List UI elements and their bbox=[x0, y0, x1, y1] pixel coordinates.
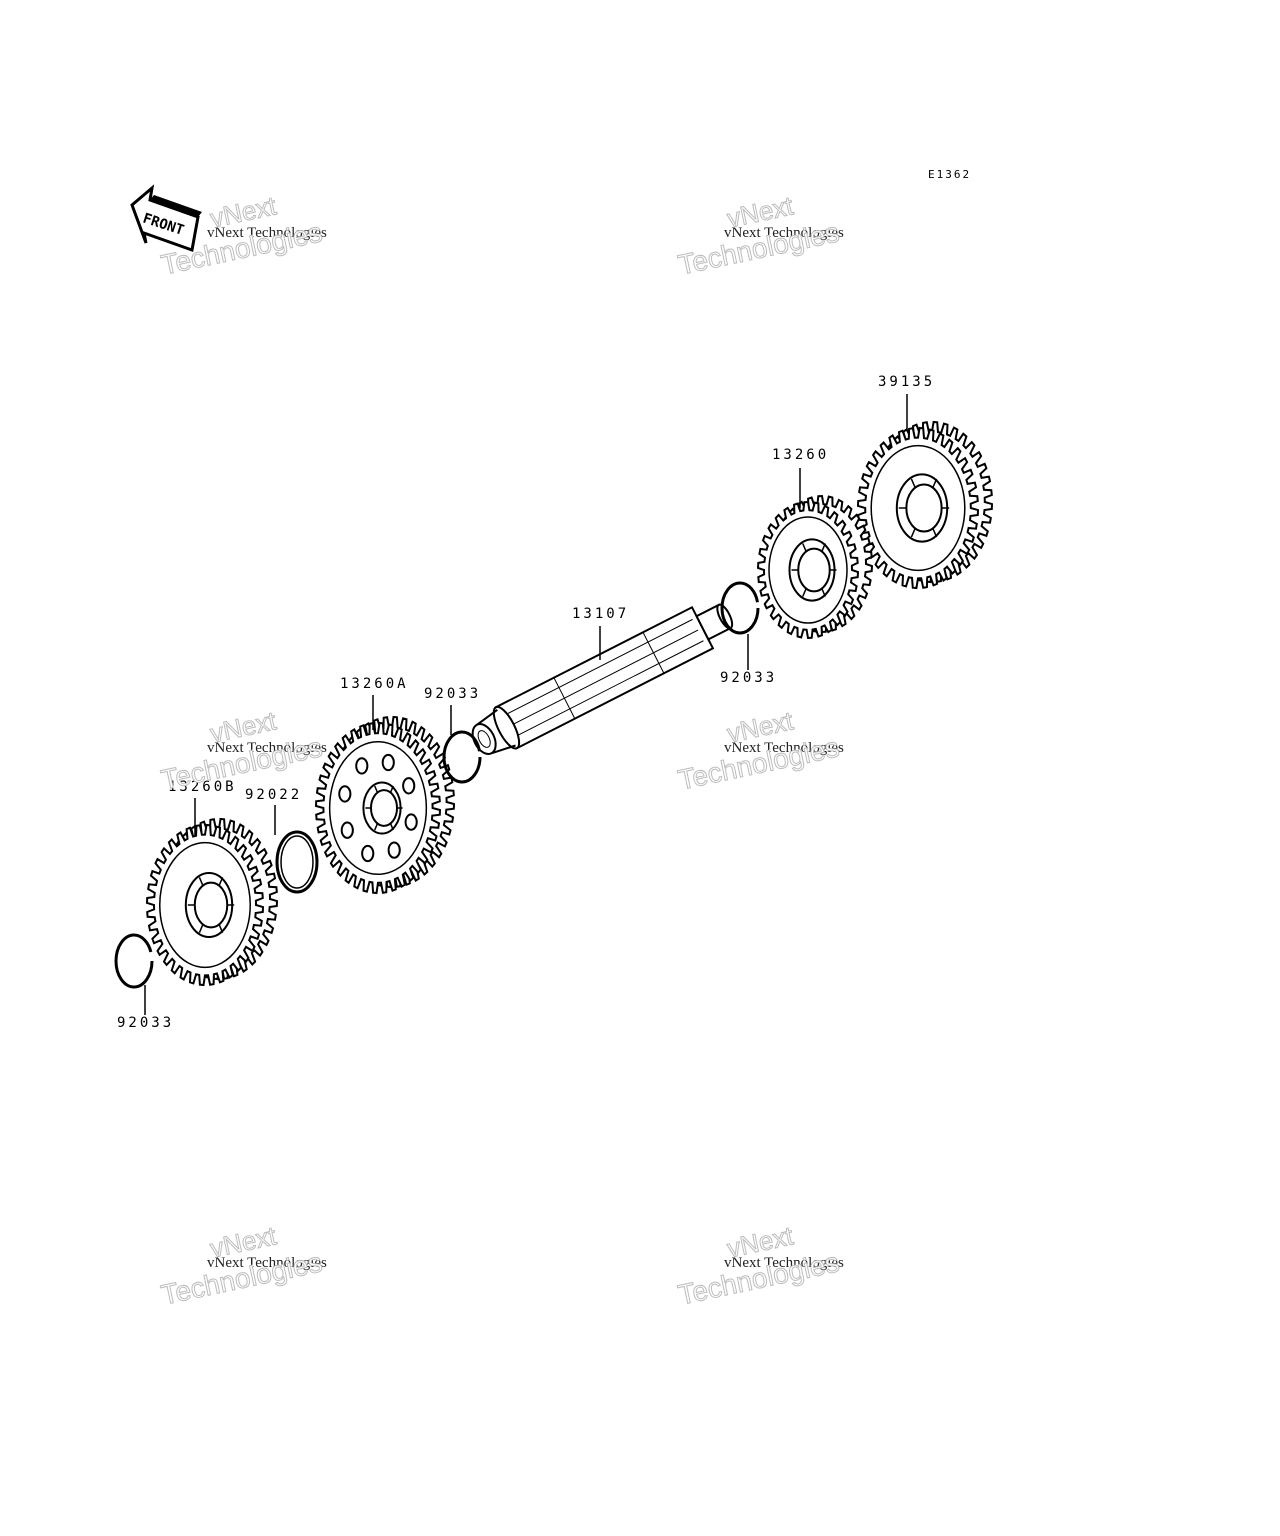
gear-39135 bbox=[856, 420, 994, 590]
part-label-92022: 92022 bbox=[245, 787, 303, 803]
circlip-92033-middle bbox=[442, 730, 482, 784]
part-label-92033-middle: 92033 bbox=[424, 686, 482, 702]
gear-group bbox=[145, 420, 994, 987]
washer-92022 bbox=[275, 830, 319, 894]
gear-13260B bbox=[145, 817, 279, 987]
part-label-39135: 39135 bbox=[878, 374, 936, 390]
part-label-13107: 13107 bbox=[572, 606, 630, 622]
diagram-code: E1362 bbox=[928, 168, 972, 181]
leader-lines bbox=[144, 394, 908, 1015]
part-label-92033-right: 92033 bbox=[720, 670, 778, 686]
circlip-92033-right bbox=[720, 581, 760, 635]
part-label-13260: 13260 bbox=[772, 447, 830, 463]
part-label-13260B: 13260B bbox=[168, 779, 237, 795]
front-arrow-icon: FRONT bbox=[130, 184, 202, 253]
part-label-92033-left: 92033 bbox=[117, 1015, 175, 1031]
circlip-92033-left bbox=[114, 933, 154, 989]
part-label-13260A: 13260A bbox=[340, 676, 409, 692]
gear-13260A bbox=[314, 715, 456, 895]
gear-13260 bbox=[756, 494, 874, 640]
